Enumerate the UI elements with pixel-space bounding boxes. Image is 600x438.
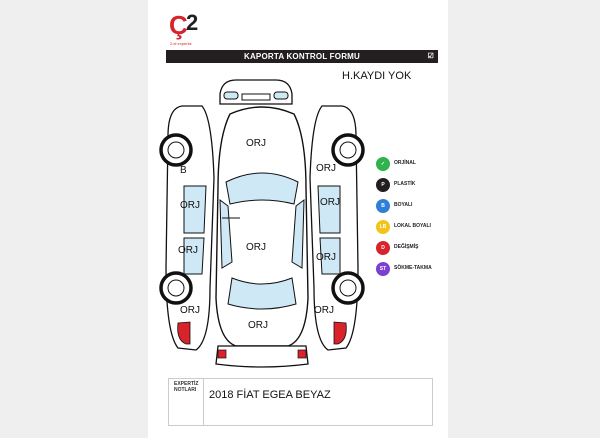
label-front-left-fender[interactable]: B	[180, 165, 187, 176]
label-left-rear-fender[interactable]: ORJ	[180, 305, 200, 316]
notes-text: 2018 FİAT EGEA BEYAZ	[209, 389, 331, 401]
svg-text:Ç: Ç	[169, 10, 188, 40]
legend-item-replaced: D DEĞİŞMİŞ	[376, 241, 448, 259]
expertise-notes-box: EXPERTİZ NOTLARI 2018 FİAT EGEA BEYAZ	[168, 378, 433, 426]
check-icon: ✓	[376, 157, 390, 171]
label-left-front-door[interactable]: ORJ	[180, 200, 200, 211]
label-front-right-fender[interactable]: ORJ	[316, 163, 336, 174]
label-right-rear-door[interactable]: ORJ	[316, 252, 336, 263]
label-right-front-door[interactable]: ORJ	[320, 197, 340, 208]
legend-item-painted: B BOYALI	[376, 199, 448, 217]
notes-label: EXPERTİZ NOTLARI	[174, 381, 199, 393]
legend-item-local-painted: LB LOKAL BOYALI	[376, 220, 448, 238]
notes-divider	[203, 379, 204, 425]
label-right-rear-fender[interactable]: ORJ	[314, 305, 334, 316]
label-left-rear-door[interactable]: ORJ	[178, 245, 198, 256]
label-trunk[interactable]: ORJ	[248, 320, 268, 331]
company-logo: Ç 2 2.el expertiz	[169, 10, 198, 46]
svg-text:2: 2	[186, 10, 198, 35]
car-body-diagram	[159, 79, 365, 368]
damage-record-status: H.KAYDI YOK	[342, 70, 412, 82]
form-title: KAPORTA KONTROL FORMU	[243, 52, 361, 61]
label-roof[interactable]: ORJ	[246, 242, 266, 253]
legend-item-removed-installed: ST SÖKME-TAKMA	[376, 262, 448, 280]
checklist-icon: ☑	[427, 53, 434, 60]
legend-item-plastic: P PLASTİK	[376, 178, 448, 196]
label-hood[interactable]: ORJ	[246, 138, 266, 149]
legend-item-original: ✓ ORJİNAL	[376, 157, 448, 175]
form-title-bar: KAPORTA KONTROL FORMU ☑	[166, 50, 438, 63]
svg-text:2.el expertiz: 2.el expertiz	[170, 41, 192, 46]
inspection-form: Ç 2 2.el expertiz KAPORTA KONTROL FORMU …	[148, 0, 448, 438]
